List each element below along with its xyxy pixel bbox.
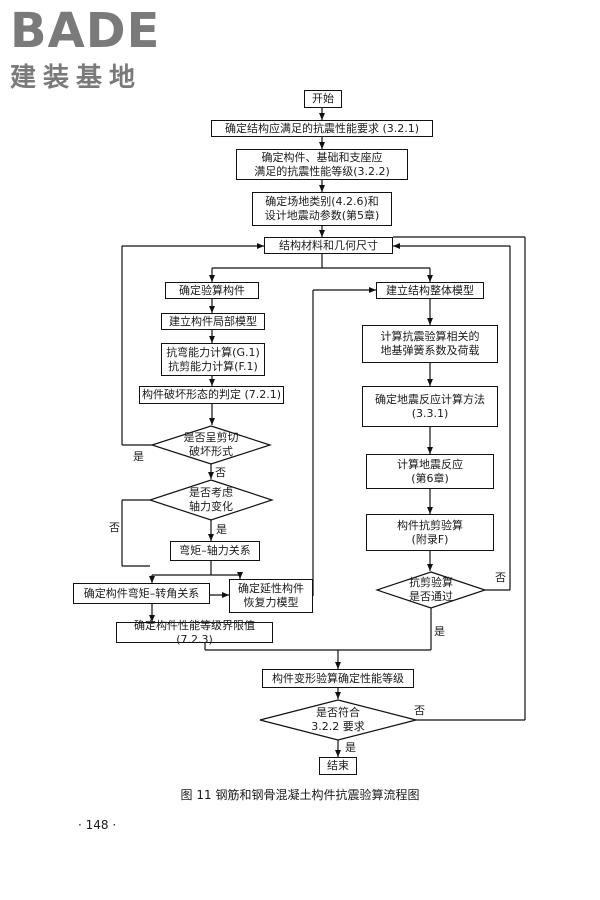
step-select-members: 确定验算构件: [165, 282, 259, 299]
step-failure-mode: 构件破坏形态的判定 (7.2.1): [139, 386, 284, 404]
step-moment-rotation: 确定构件弯矩–转角关系: [73, 583, 210, 604]
step-moment-axial: 弯矩–轴力关系: [170, 541, 260, 561]
decision-meet-text: 是否符合 3.2.2 要求: [311, 706, 365, 733]
step-seismic-response: 计算地震反应 (第6章): [366, 454, 494, 489]
step-materials-geometry: 结构材料和几何尺寸: [264, 237, 393, 254]
logo-subtitle: 建装基地: [10, 63, 143, 93]
label-yes-shear: 是: [133, 450, 144, 463]
end-node: 结束: [319, 757, 357, 775]
decision-shear-pass-text: 抗剪验算 是否通过: [409, 576, 453, 603]
step-spring-coefficients: 计算抗震验算相关的 地基弹簧系数及荷载: [362, 325, 498, 363]
label-no-axial: 否: [109, 521, 120, 534]
label-no-shear-pass: 否: [495, 571, 506, 584]
step-ductile-model: 确定延性构件 恢复力模型: [229, 579, 313, 613]
start-node: 开始: [304, 90, 342, 108]
page-number: · 148 ·: [78, 818, 117, 832]
step-global-model: 建立结构整体模型: [376, 282, 484, 299]
label-yes-meet: 是: [345, 741, 356, 754]
logo-wordmark: BADE: [10, 3, 161, 59]
step-site-parameters: 确定场地类别(4.2.6)和 设计地震动参数(第5章): [252, 192, 392, 226]
step-limit-values: 确定构件性能等级界限值 (7.2.3): [116, 619, 273, 646]
label-no-meet: 否: [414, 704, 425, 717]
step-capacity-calc: 抗弯能力计算(G.1) 抗剪能力计算(F.1): [161, 343, 265, 376]
label-no-shear: 否: [215, 466, 226, 479]
step-calc-method: 确定地震反应计算方法 (3.3.1): [362, 386, 498, 427]
step-shear-check: 构件抗剪验算 (附录F): [366, 514, 494, 551]
step-performance-level: 确定构件、基础和支座应 满足的抗震性能等级(3.2.2): [236, 149, 408, 180]
label-yes-shear-pass: 是: [434, 625, 445, 638]
step-performance-requirement: 确定结构应满足的抗震性能要求 (3.2.1): [211, 120, 433, 137]
decision-axial-text: 是否考虑 轴力变化: [189, 486, 233, 513]
decision-shear-text: 是否呈剪切 破坏形式: [183, 431, 239, 458]
figure-caption: 图 11 钢筋和钢骨混凝土构件抗震验算流程图: [180, 788, 420, 802]
label-yes-axial: 是: [216, 523, 227, 536]
step-deformation-check: 构件变形验算确定性能等级: [262, 669, 414, 688]
step-local-model: 建立构件局部模型: [161, 313, 265, 330]
brand-logo: BADE 建装基地: [10, 6, 180, 92]
